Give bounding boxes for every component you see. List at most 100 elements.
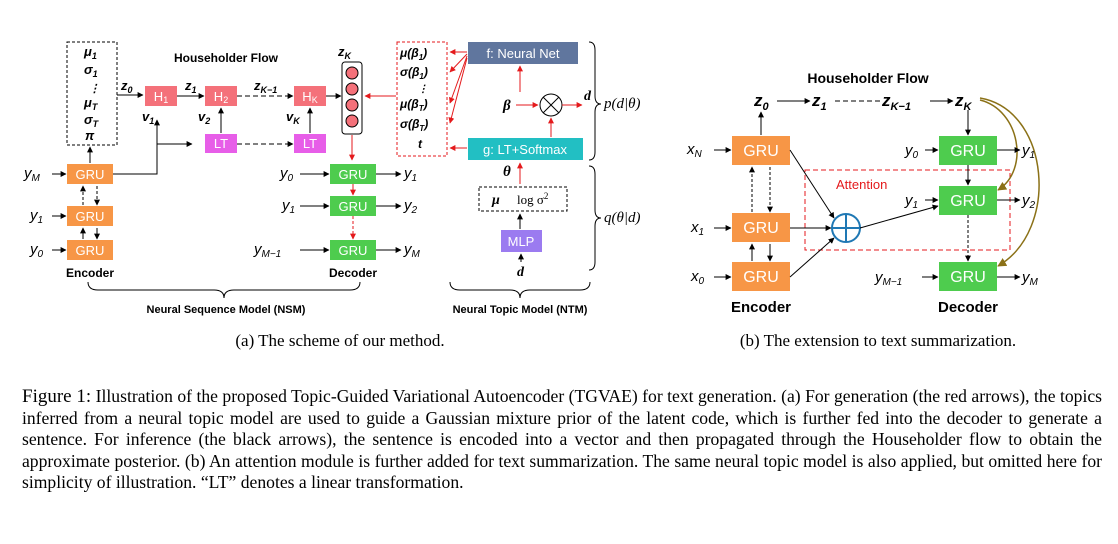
h2-label: H2 [214,89,228,105]
mixture-params-box [66,41,118,146]
q-label: q(θ|d) [604,210,640,226]
nsm-label: Neural Sequence Model (NSM) [147,304,306,316]
brace-p [588,41,602,161]
vk-label: vK [286,109,301,126]
mixture-param-mu1: μ1 [83,44,97,61]
encoder-gru-top [67,164,113,184]
caption-text: Illustration of the proposed Topic-Guide… [22,386,1102,492]
dec-output-y1-b: y1 [1021,142,1035,161]
enc-input-x1: x1 [690,219,704,238]
dec-input-yM1-b: yM−1 [874,269,902,288]
z0-label-b: z0 [753,91,770,113]
d-label-bottom: d [517,265,525,280]
zk-unit-4 [345,114,359,128]
hk-box [294,86,326,106]
beta-label: β [502,98,511,114]
brace-nsm [87,281,361,299]
z1-label-a: z1 [184,78,197,95]
subcaption-b: (b) The extension to text summarization. [740,331,1016,350]
d-label-top: d [584,89,592,104]
mlp-label: MLP [508,234,535,249]
enc-input-yM: yM [23,165,41,184]
subcaption-a: (a) The scheme of our method. [235,331,444,350]
enc-gru-top-b-label: GRU [743,143,779,160]
dec-gru-3-b [939,262,997,291]
decoder-gru-1-label: GRU [339,167,368,182]
lt-softmax-label: g: LT+Softmax [483,142,567,157]
dec-output-y2-b: y2 [1021,192,1036,211]
zk1-label-a: zK−1 [253,78,277,95]
log-sigma-label: log σ2 [517,191,548,207]
encoder-gru-bot [67,240,113,260]
lt-label-1: LT [214,136,228,151]
dec-gru-3-b-label: GRU [950,269,986,286]
lt-label-2: LT [303,136,317,151]
zk-unit-3 [345,98,359,112]
v1-label: v1 [142,109,154,126]
dec-output-y2-a: y2 [403,197,418,216]
enc-gru-bot-b-label: GRU [743,269,779,286]
topic-param-sigma1: σ(β1) [400,65,428,81]
topic-param-mu1: μ(β1) [399,46,427,62]
decoder-gru-3 [330,240,376,260]
brace-ntm [449,281,591,299]
encoder-label-b: Encoder [731,299,791,316]
panel-b: Householder Flow z0 z1 zK−1 zK GRU GRU G… [686,70,1040,350]
mixture-param-sigmaT: σT [84,112,100,129]
h1-label: H1 [154,89,168,105]
h1-box [145,86,177,106]
z1-label-b: z1 [811,91,827,113]
dec-output-yM-a: yM [403,241,421,260]
mixture-param-sigma1: σ1 [84,62,98,79]
topic-param-muT: μ(βT) [399,97,428,113]
hf-title-a: Householder Flow [174,51,279,65]
dec-input-y0-b: y0 [904,142,919,161]
caption-lead: Figure 1: [22,386,92,407]
dec-output-yM-b: yM [1021,269,1039,288]
dec-gru-1-b-label: GRU [950,143,986,160]
zk-vector [341,61,363,135]
brace-q [588,165,602,271]
decoder-gru-3-label: GRU [339,243,368,258]
enc-input-x0: x0 [690,268,705,287]
decoder-label-b: Decoder [938,299,998,316]
enc-input-xN: xN [686,141,703,160]
v2-label: v2 [198,109,210,126]
enc-gru-mid-b [732,213,790,242]
theta-label: θ [503,164,511,180]
figure-caption: Figure 1: Illustration of the proposed T… [22,386,1102,494]
zk-unit-2 [345,82,359,96]
dec-input-y0-a: y0 [279,165,294,184]
zk1-label-b: zK−1 [881,91,911,113]
neural-net-label: f: Neural Net [487,46,560,61]
p-label: p(d|θ) [603,96,640,112]
enc-gru-top-b [732,136,790,165]
encoder-gru-top-label: GRU [76,167,105,182]
enc-input-y1: y1 [29,207,43,226]
dec-gru-1-b [939,136,997,165]
encoder-gru-mid-label: GRU [76,209,105,224]
decoder-gru-2-label: GRU [339,199,368,214]
h2-box [205,86,237,106]
ntm-label: Neural Topic Model (NTM) [453,304,588,316]
attention-label: Attention [836,177,887,192]
dec-input-yM1-a: yM−1 [253,241,281,260]
mu-label: μ [491,193,500,208]
mixture-param-muT: μT [83,95,99,112]
decoder-label-a: Decoder [329,266,377,280]
mixture-param-pi: π [85,128,95,143]
encoder-gru-bot-label: GRU [76,243,105,258]
figure: μ1 σ1 ⋮ μT σT π GRU GRU GRU Encoder yM y… [23,41,1040,350]
vertical-ellipsis: ⋮ [89,83,100,95]
z0-label-a: z0 [120,78,133,95]
topic-param-t: t [418,137,423,151]
lt-box-1 [205,134,237,153]
dec-input-y1-b: y1 [904,192,918,211]
dec-gru-2-b [939,186,997,215]
mlp-box [501,230,542,252]
lt-box-2 [294,134,326,153]
topic-param-sigmaT: σ(βT) [400,117,428,133]
zk-unit-1 [345,66,359,80]
enc-gru-bot-b [732,262,790,291]
decoder-gru-1 [330,164,376,184]
